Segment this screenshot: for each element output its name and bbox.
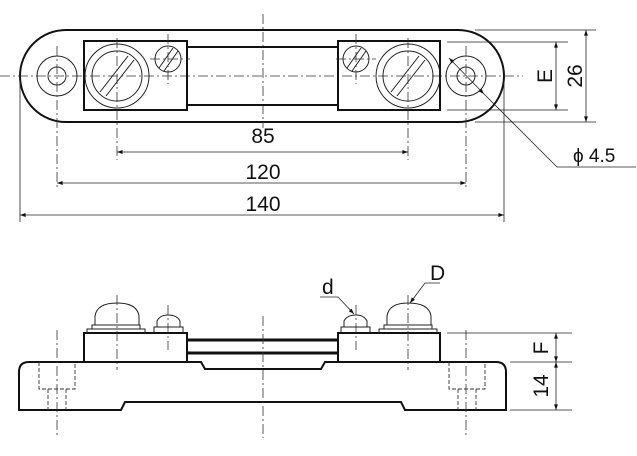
dim-120-label: 120 bbox=[245, 161, 280, 184]
left-terminal-block bbox=[83, 40, 188, 111]
hole-leader bbox=[483, 93, 636, 168]
top-view: 85 120 140 E 26 ϕ 4.5 bbox=[0, 14, 636, 222]
right-small-screw-side bbox=[340, 314, 371, 333]
right-hidden-hole bbox=[448, 362, 486, 410]
base-plate-outline bbox=[19, 29, 505, 123]
D-leader bbox=[409, 282, 440, 304]
left-mounting-hole bbox=[36, 46, 78, 190]
right-mounting-hole bbox=[445, 46, 487, 190]
dim-85-label: 85 bbox=[251, 125, 274, 148]
left-small-screw-side bbox=[153, 314, 184, 333]
right-small-screw bbox=[336, 34, 376, 84]
resistor-strips-side bbox=[187, 338, 338, 355]
side-view: d D F 14 bbox=[18, 262, 572, 438]
right-block-side bbox=[337, 332, 441, 363]
dim-14-label: 14 bbox=[530, 374, 553, 398]
left-small-screw bbox=[150, 34, 190, 84]
left-large-screw-side bbox=[86, 302, 146, 333]
resistor-strip bbox=[187, 46, 338, 106]
dim-E-label: E bbox=[534, 69, 557, 83]
left-large-screw bbox=[84, 38, 150, 160]
base-side-outline bbox=[18, 361, 507, 411]
label-D: D bbox=[430, 262, 445, 285]
right-terminal-block bbox=[337, 40, 441, 111]
label-d: d bbox=[322, 276, 334, 299]
hole-diameter-label: ϕ 4.5 bbox=[573, 146, 615, 167]
dim-140-label: 140 bbox=[245, 193, 280, 216]
dim-F-label: F bbox=[530, 342, 553, 355]
right-large-screw bbox=[375, 38, 441, 160]
left-block-side bbox=[83, 332, 188, 363]
dim-26-label: 26 bbox=[564, 64, 587, 87]
d-leader bbox=[320, 296, 355, 315]
